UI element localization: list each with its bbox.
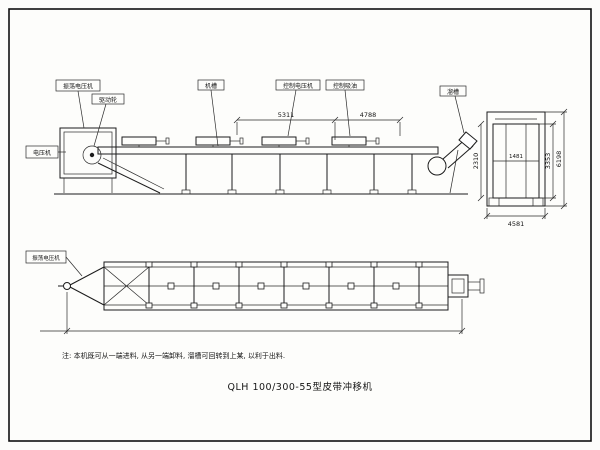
drive-housing	[59, 127, 165, 194]
callout-motor: 电压机	[25, 145, 66, 159]
callout-vibrator: 振荡电压机	[55, 79, 101, 129]
centerline-fittings	[167, 282, 400, 290]
plan-view: 振荡电压机	[25, 250, 485, 335]
callout-plan-vibrator: 振荡电压机	[25, 250, 83, 277]
svg-text:2310: 2310	[472, 153, 480, 170]
callout-drive-wheel: 驱动轮	[91, 93, 125, 147]
cylinder	[195, 136, 244, 147]
svg-text:机槽: 机槽	[205, 82, 217, 90]
plan-discharge-head	[447, 274, 485, 298]
svg-text:电压机: 电压机	[33, 149, 51, 157]
support-legs	[181, 154, 417, 195]
cylinder	[331, 136, 380, 147]
end-view-dim-bottom: 4581	[483, 208, 549, 228]
drive-wheel-circle	[82, 145, 102, 165]
svg-text:4581: 4581	[508, 220, 525, 228]
drawing-note: 注: 本机既可从一端进料, 从另一端卸料, 溜槽可回转到上某, 以利于出料.	[62, 351, 285, 360]
diagonal-brace	[97, 162, 161, 194]
end-view-dim-left: 2310	[472, 120, 485, 202]
callout-control-cylinder: 控制电压机	[275, 79, 321, 137]
svg-text:控制吸油: 控制吸油	[333, 82, 357, 90]
end-view: 1481 2310 3353 6198	[472, 108, 568, 228]
svg-text:驱动轮: 驱动轮	[99, 96, 117, 104]
callout-control-valve: 控制吸油	[325, 79, 365, 137]
svg-text:6198: 6198	[555, 151, 563, 168]
svg-text:溜槽: 溜槽	[447, 88, 459, 96]
cylinders	[121, 136, 380, 147]
sheet-border	[8, 8, 592, 442]
plan-frame	[103, 261, 449, 311]
dim-span-left: 5311	[278, 111, 295, 119]
drawing-title: QLH 100/300-55型皮带冲移机	[228, 381, 373, 393]
svg-text:控制电压机: 控制电压机	[283, 82, 313, 90]
cylinder	[121, 136, 170, 147]
callout-chute: 溜槽	[439, 85, 467, 134]
svg-text:振荡电压机: 振荡电压机	[32, 254, 60, 262]
dim-end-inner-width: 1481	[509, 154, 523, 160]
tow-triangle	[58, 266, 105, 306]
svg-text:3353: 3353	[544, 153, 552, 170]
end-pulley	[427, 156, 447, 176]
discharge-chute	[427, 131, 478, 194]
svg-text:振荡电压机: 振荡电压机	[63, 83, 93, 91]
callout-trough: 机槽	[197, 79, 225, 147]
top-dimension: 5311 4788	[233, 111, 404, 140]
plan-overall-dimension	[40, 292, 466, 335]
node-plates	[145, 261, 423, 309]
side-elevation-view: 5311 4788 振荡电压机 驱动轮 机槽 控制电压机	[25, 79, 478, 195]
main-beam	[97, 146, 439, 155]
cylinder	[261, 136, 310, 147]
dim-span-right: 4788	[360, 111, 377, 119]
elevation-callouts: 振荡电压机 驱动轮 机槽 控制电压机 控制吸油	[25, 79, 467, 159]
end-view-dim-right: 3353 6198	[539, 108, 568, 210]
